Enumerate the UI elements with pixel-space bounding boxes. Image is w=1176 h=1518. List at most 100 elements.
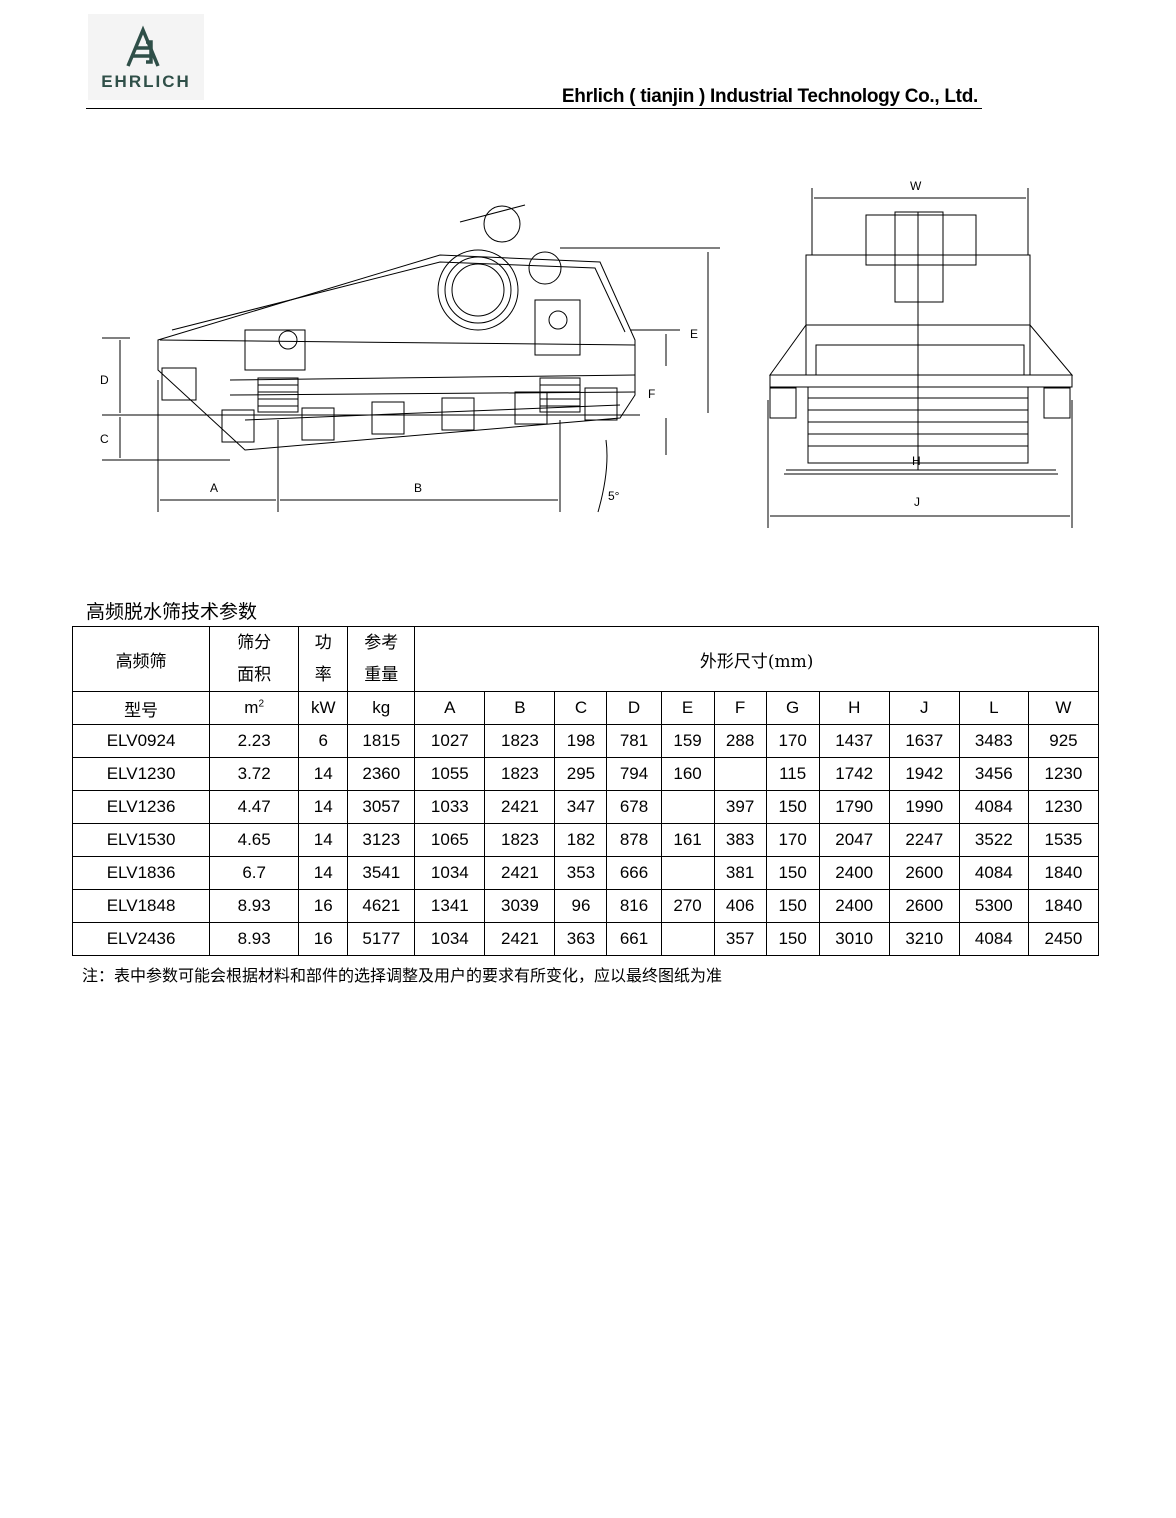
angle-label: 5° xyxy=(608,489,620,503)
company-logo: EHRLICH xyxy=(88,14,204,100)
table-cell: 150 xyxy=(765,856,820,890)
model-cell: ELV2436 xyxy=(71,922,211,956)
header-area: 筛分面积 xyxy=(209,626,300,692)
table-cell: 5300 xyxy=(958,889,1029,923)
table-cell: 4084 xyxy=(958,922,1029,956)
table-cell: 1230 xyxy=(1027,790,1100,824)
table-cell: 1790 xyxy=(818,790,890,824)
table-cell: 1823 xyxy=(484,823,556,857)
table-cell: 661 xyxy=(606,922,662,956)
table-cell: 150 xyxy=(765,790,820,824)
table-cell: 2247 xyxy=(888,823,960,857)
front-view xyxy=(767,188,1074,528)
table-note: 注：表中参数可能会根据材料和部件的选择调整及用户的要求有所变化，应以最终图纸为准 xyxy=(82,966,723,985)
table-cell: 288 xyxy=(713,724,767,758)
model-cell: ELV1848 xyxy=(71,889,211,923)
table-cell xyxy=(660,856,715,890)
table-cell: 6 xyxy=(298,724,349,758)
table-cell: 1034 xyxy=(414,922,486,956)
table-cell: 1034 xyxy=(414,856,486,890)
table-cell: 270 xyxy=(660,889,715,923)
table-cell: 1027 xyxy=(414,724,486,758)
ehrlich-logo-icon xyxy=(126,25,160,67)
dim-label-c: C xyxy=(100,432,109,446)
table-cell: 1230 xyxy=(1027,757,1100,791)
header-divider xyxy=(86,108,982,109)
model-cell: ELV1236 xyxy=(71,790,211,824)
table-cell: 6.7 xyxy=(209,856,300,890)
table-cell: 3.72 xyxy=(209,757,300,791)
table-cell: 170 xyxy=(765,823,820,857)
table-cell: 2421 xyxy=(484,856,556,890)
col-h: H xyxy=(818,691,890,725)
table-cell: 347 xyxy=(554,790,608,824)
table-cell: 3010 xyxy=(818,922,890,956)
table-cell: 16 xyxy=(298,889,349,923)
table-cell: 2600 xyxy=(888,856,960,890)
table-cell xyxy=(713,757,767,791)
col-w: W xyxy=(1027,691,1100,725)
table-cell: 1065 xyxy=(414,823,486,857)
table-cell: 816 xyxy=(606,889,662,923)
table-cell: 3456 xyxy=(958,757,1029,791)
table-cell: 381 xyxy=(713,856,767,890)
table-cell: 1823 xyxy=(484,724,556,758)
table-cell: 678 xyxy=(606,790,662,824)
table-cell: 160 xyxy=(660,757,715,791)
col-a: A xyxy=(414,691,486,725)
dim-label-h: H xyxy=(912,454,921,468)
table-cell: 2.23 xyxy=(209,724,300,758)
dim-label-j: J xyxy=(914,495,920,509)
table-cell: 781 xyxy=(606,724,662,758)
header-model-group: 高频筛 xyxy=(71,626,211,692)
table-cell: 353 xyxy=(554,856,608,890)
table-cell: 1840 xyxy=(1027,889,1100,923)
table-cell: 4084 xyxy=(958,790,1029,824)
specs-table: 高频筛 筛分面积 功率 参考重量 外形尺寸(mm) 型号 m2 kW kg A … xyxy=(71,626,1100,956)
model-cell: ELV1230 xyxy=(71,757,211,791)
table-cell: 794 xyxy=(606,757,662,791)
dim-label-a: A xyxy=(210,481,218,495)
table-cell: 878 xyxy=(606,823,662,857)
table-cell: 2421 xyxy=(484,922,556,956)
table-cell: 8.93 xyxy=(209,922,300,956)
table-cell: 16 xyxy=(298,922,349,956)
section-title: 高频脱水筛技术参数 xyxy=(86,601,258,623)
table-cell: 14 xyxy=(298,757,349,791)
table-cell: 150 xyxy=(765,889,820,923)
table-cell: 1637 xyxy=(888,724,960,758)
table-cell: 406 xyxy=(713,889,767,923)
table-cell: 170 xyxy=(765,724,820,758)
table-cell: 3039 xyxy=(484,889,556,923)
table-cell: 1942 xyxy=(888,757,960,791)
header-dims: 外形尺寸(mm) xyxy=(414,626,1099,692)
col-j: J xyxy=(888,691,960,725)
table-cell: 159 xyxy=(660,724,715,758)
table-cell: 1990 xyxy=(888,790,960,824)
table-cell: 1823 xyxy=(484,757,556,791)
dim-label-b: B xyxy=(414,481,422,495)
table-cell: 14 xyxy=(298,856,349,890)
table-cell: 150 xyxy=(765,922,820,956)
table-cell: 5177 xyxy=(347,922,416,956)
logo-text: EHRLICH xyxy=(101,72,191,91)
dim-label-f: F xyxy=(648,387,655,401)
company-name: Ehrlich ( tianjin ) Industrial Technolog… xyxy=(561,86,978,107)
dim-label-d: D xyxy=(100,373,109,387)
table-cell: 363 xyxy=(554,922,608,956)
table-cell: 1055 xyxy=(414,757,486,791)
table-cell: 383 xyxy=(713,823,767,857)
table-cell: 3541 xyxy=(347,856,416,890)
header-weight: 参考重量 xyxy=(347,626,416,692)
table-cell: 4.65 xyxy=(209,823,300,857)
table-cell: 1033 xyxy=(414,790,486,824)
table-cell: 3210 xyxy=(888,922,960,956)
unit-area: m2 xyxy=(209,691,300,725)
dim-label-e: E xyxy=(690,327,698,341)
table-cell xyxy=(660,922,715,956)
model-cell: ELV1836 xyxy=(71,856,211,890)
